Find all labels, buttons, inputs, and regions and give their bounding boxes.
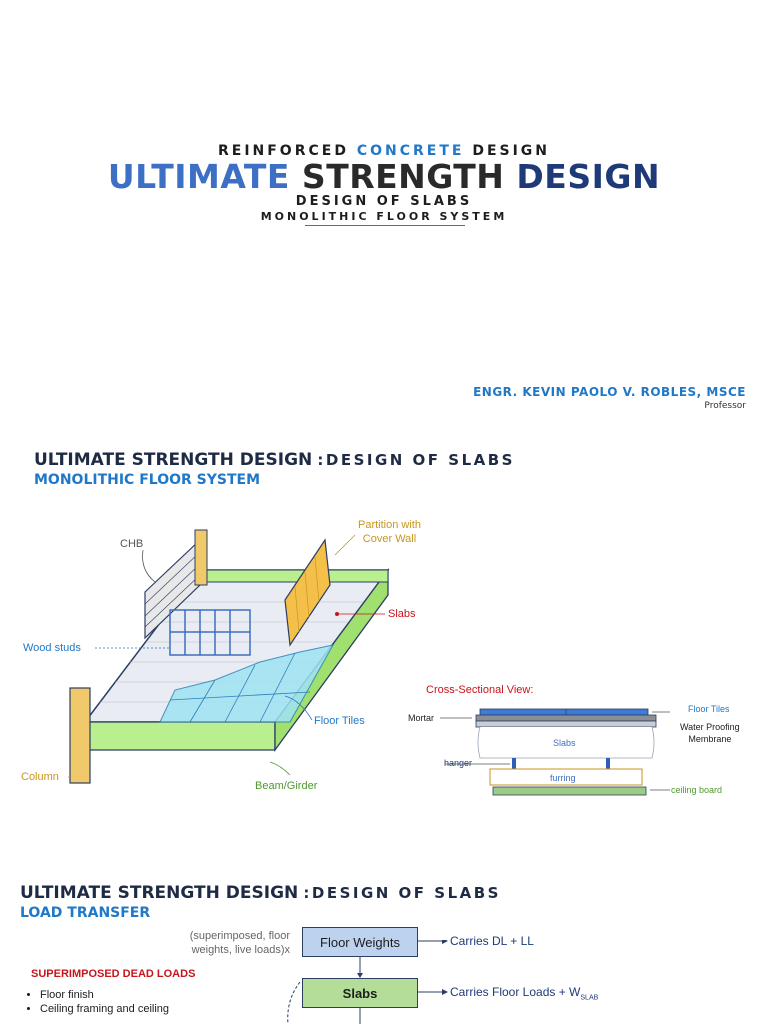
label-chb: CHB — [120, 538, 144, 550]
label-column: Column — [21, 771, 59, 783]
cs-furring: furring — [550, 773, 576, 783]
floor-weights-box: Floor Weights — [302, 927, 418, 957]
subtitle-2: MONOLITHIC FLOOR SYSTEM — [260, 210, 508, 223]
course-word-2: CONCRETE — [356, 143, 465, 159]
label-beam: Beam/Girder — [255, 780, 318, 792]
cs-hanger: hanger — [444, 758, 473, 768]
heading3-bold: ULTIMATE STRENGTH DESIGN — [20, 883, 299, 903]
page2-subheading: MONOLITHIC FLOOR SYSTEM — [34, 472, 260, 488]
subtitle: DESIGN OF SLABS — [295, 194, 473, 209]
course-line: REINFORCED CONCRETE DESIGN — [0, 143, 768, 159]
slabs-note-sub: SLAB — [580, 994, 599, 1002]
cs-slabs: Slabs — [553, 738, 576, 748]
floor-weights-note: Carries DL + LL — [450, 934, 534, 948]
floor-tile-layer — [479, 708, 649, 716]
subtitle-underline — [305, 225, 465, 226]
hanger-left — [512, 758, 516, 769]
page3-subheading: LOAD TRANSFER — [20, 905, 151, 921]
sdl-title: SUPERIMPOSED DEAD LOADS — [31, 968, 196, 980]
wood-studs — [169, 609, 251, 656]
beam-side — [274, 568, 389, 752]
floor-tiles — [159, 644, 334, 723]
cross-section-diagram — [440, 708, 670, 796]
sdl-item: Ceiling framing and ceiling — [40, 1002, 169, 1016]
cs-floor-tiles: Floor Tiles — [688, 704, 730, 714]
cs-mortar: Mortar — [408, 713, 435, 723]
slab-layer — [477, 726, 655, 759]
sdl-list: Floor finish Ceiling framing and ceiling — [22, 988, 169, 1016]
cross-section-title: Cross-Sectional View: — [426, 684, 534, 696]
slabs-box: Slabs — [302, 978, 418, 1008]
partition-wall — [284, 538, 331, 647]
page2-heading: ULTIMATE STRENGTH DESIGN :DESIGN OF SLAB… — [34, 450, 515, 470]
label-wood-studs: Wood studs — [23, 642, 81, 654]
cs-ceiling: ceiling board — [671, 785, 723, 795]
slabs-note: Carries Floor Loads + WSLAB — [450, 985, 598, 1001]
page3-heading: ULTIMATE STRENGTH DESIGN :DESIGN OF SLAB… — [20, 883, 501, 903]
heading3-rest: :DESIGN OF SLABS — [303, 884, 501, 902]
ceiling-board-layer — [492, 786, 647, 796]
label-floor-tiles: Floor Tiles — [314, 715, 365, 727]
heading-rest: :DESIGN OF SLABS — [317, 451, 515, 469]
mortar-layer — [475, 714, 657, 722]
title-word-3: DESIGN — [516, 157, 661, 196]
beam-front — [84, 721, 276, 751]
title-word-2: STRENGTH — [301, 157, 505, 196]
course-word-3: DESIGN — [472, 143, 551, 159]
heading-bold: ULTIMATE STRENGTH DESIGN — [34, 450, 313, 470]
title-word-1: ULTIMATE — [107, 157, 290, 196]
course-word-1: REINFORCED — [217, 143, 349, 159]
main-title: ULTIMATE STRENGTH DESIGN — [0, 157, 768, 196]
author-role: Professor — [704, 401, 746, 411]
author-name: ENGR. KEVIN PAOLO V. ROBLES, MSCE — [473, 385, 746, 399]
floor-system-illustration — [68, 529, 390, 784]
membrane-layer — [475, 720, 657, 728]
sdl-item: Floor finish — [40, 988, 169, 1002]
slabs-note-text: Carries Floor Loads + W — [450, 985, 581, 999]
furring-layer — [489, 768, 643, 786]
load-arrows — [287, 940, 448, 1024]
hanger-right — [606, 758, 610, 769]
wall-column — [194, 529, 208, 586]
label-slabs: Slabs — [388, 608, 416, 620]
column — [69, 687, 91, 784]
